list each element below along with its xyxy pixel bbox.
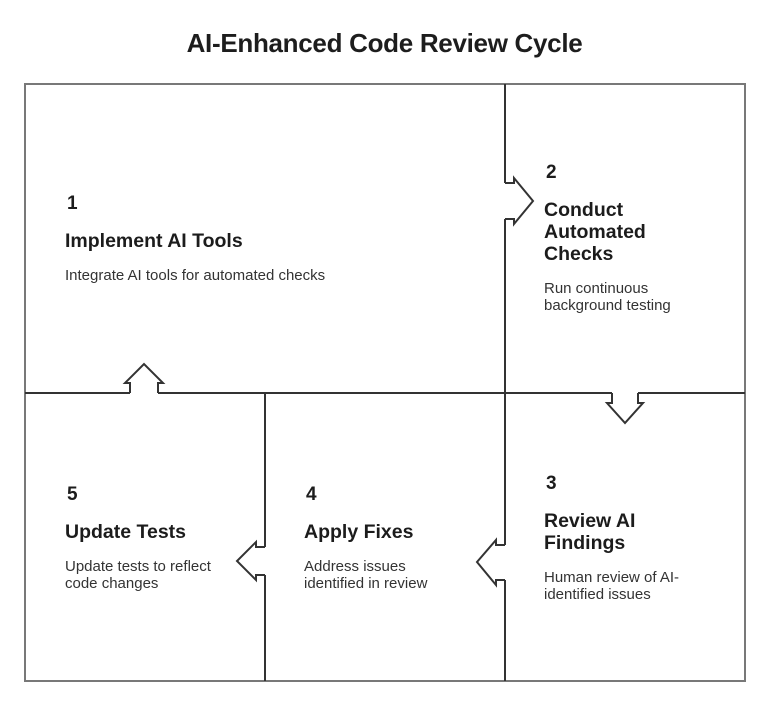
step-cell-1: 1 Implement AI Tools Integrate AI tools …	[24, 83, 505, 393]
arrow-up-step5-to-step1-icon	[122, 362, 166, 393]
step-cell-2: 2 Conduct Automated Checks Run continuou…	[505, 83, 746, 393]
arrow-right-step1-to-step2-icon	[505, 175, 535, 227]
step-2-description: Run continuous background testing	[544, 280, 671, 314]
arrow-down-step2-to-step3-icon	[604, 393, 646, 425]
arrow-left-step4-to-step5-icon	[235, 539, 265, 583]
arrow-left-step3-to-step4-icon	[475, 537, 505, 588]
step-3-title: Review AI Findings	[544, 509, 636, 554]
flow-arrows	[122, 175, 646, 588]
step-5-title: Update Tests	[65, 520, 186, 543]
step-4-title: Apply Fixes	[304, 520, 414, 543]
cell-dividers	[25, 84, 745, 681]
step-5-number: 5	[67, 483, 78, 505]
step-cell-5: 5 Update Tests Update tests to reflect c…	[24, 393, 265, 682]
step-1-description: Integrate AI tools for automated checks	[65, 266, 326, 284]
step-cell-4: 4 Apply Fixes Address issues identified …	[265, 393, 505, 682]
step-4-number: 4	[306, 483, 317, 505]
step-2-number: 2	[546, 162, 557, 183]
step-3-description: Human review of AI-identified issues	[544, 568, 680, 603]
outer-border	[24, 83, 746, 682]
step-1-title: Implement AI Tools	[65, 229, 243, 252]
step-4-description: Address issues identified in review	[304, 557, 428, 592]
step-5-description: Update tests to reflect code changes	[65, 557, 211, 592]
step-cell-3: 3 Review AI Findings Human review of AI-…	[505, 393, 746, 682]
step-3-number: 3	[546, 472, 557, 494]
diagram-title: AI-Enhanced Code Review Cycle	[186, 28, 583, 58]
step-2-title: Conduct Automated Checks	[544, 199, 646, 265]
step-1-number: 1	[67, 192, 78, 214]
